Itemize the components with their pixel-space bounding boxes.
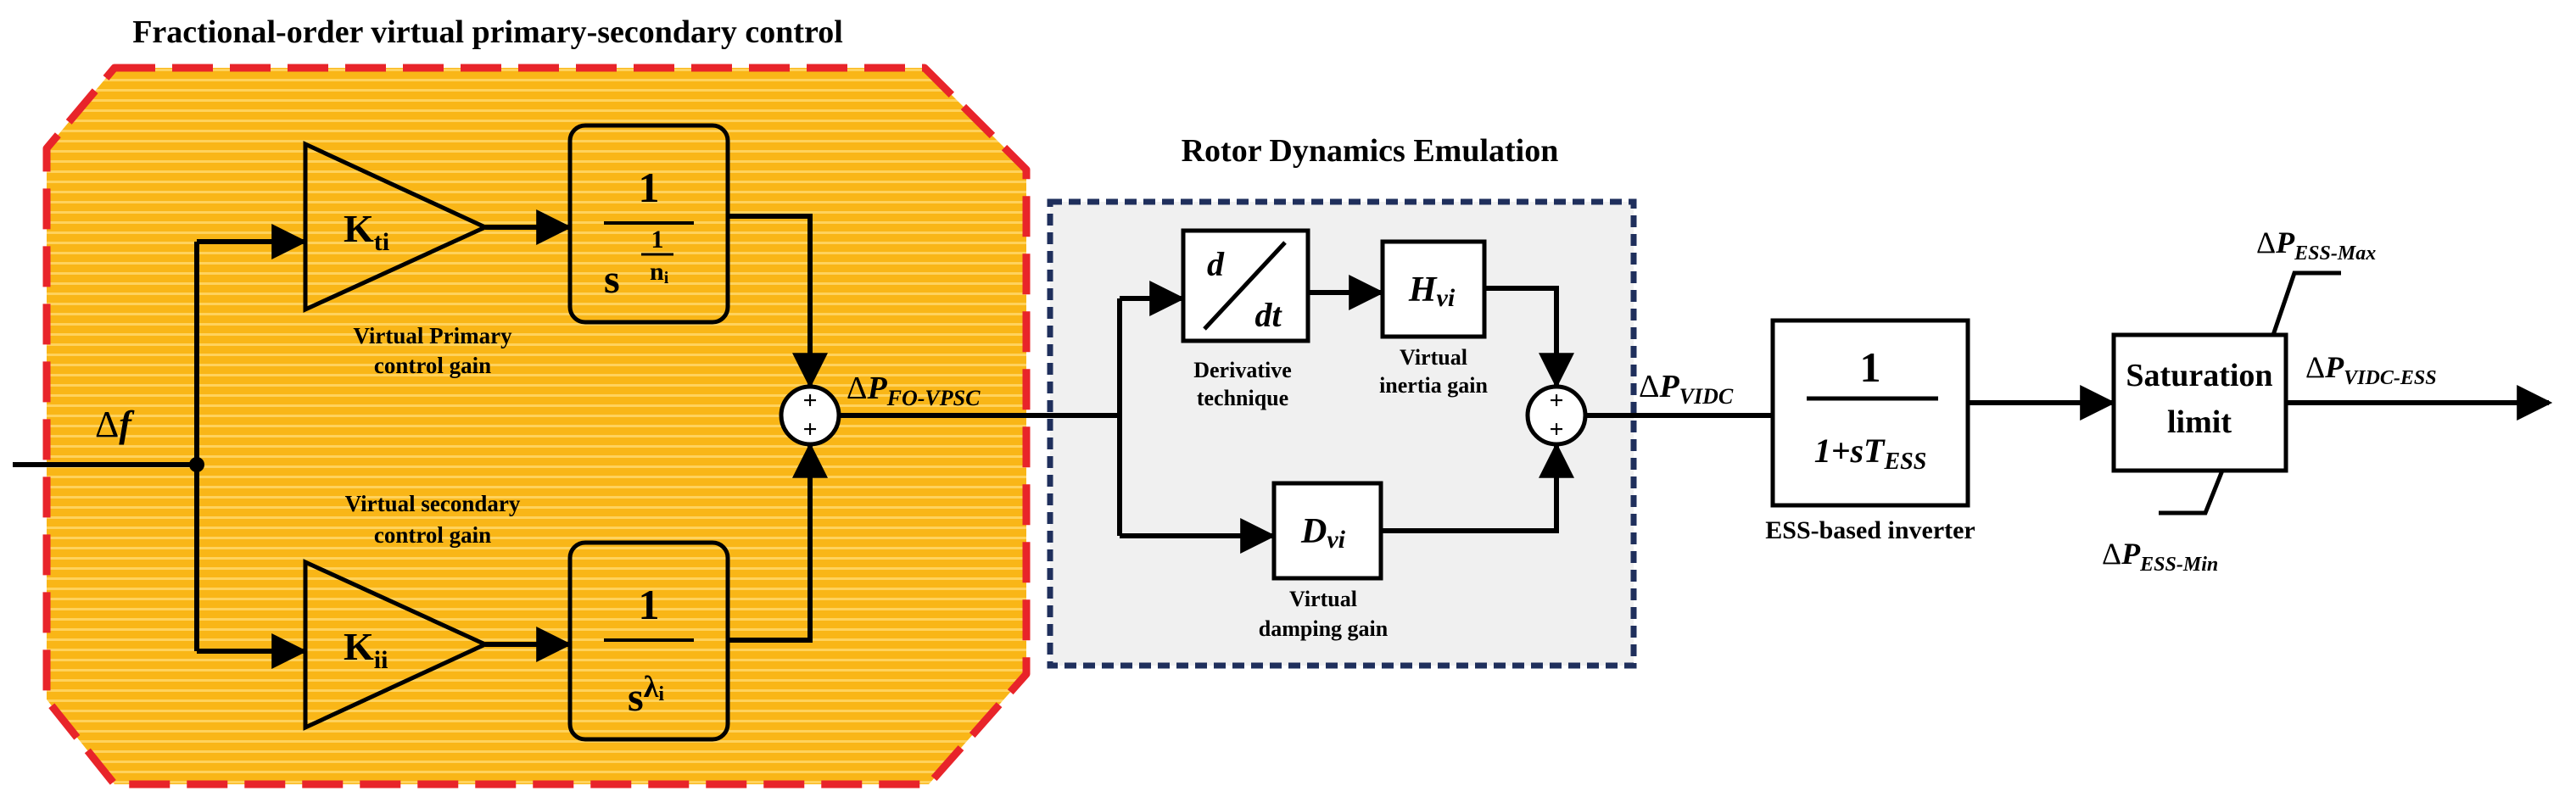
saturation-line2: limit [2167, 404, 2232, 440]
damping-to-sum [1381, 442, 1574, 533]
primary-tf-numerator: 1 [639, 164, 660, 211]
primary-tf-to-sum [728, 214, 828, 389]
inertia-label-2: inertia gain [1379, 373, 1488, 398]
saturation-max-line [2271, 270, 2341, 336]
fo-sum-sign-bottom: + [802, 415, 817, 443]
damping-symbol: Dvi [1300, 512, 1346, 554]
fo-sum-sign-top: + [802, 387, 817, 415]
primary-tf-exp-num: 1 [651, 226, 664, 254]
fo-vpsc-background [42, 64, 1031, 788]
derivative-num: d [1207, 245, 1225, 283]
rotor-sum-sign-bottom: + [1549, 415, 1563, 443]
secondary-tf-to-sum [728, 442, 828, 643]
primary-tf-exp-den: ni [650, 258, 669, 287]
derivative-label-2: technique [1197, 386, 1288, 410]
rotor-title: Rotor Dynamics Emulation [1182, 133, 1559, 169]
saturation-block [2111, 332, 2288, 473]
inverter-numerator: 1 [1860, 343, 1881, 391]
saturation-stage: Saturation limit ΔPESS-Max ΔPESS-Min ΔPV… [2102, 226, 2553, 576]
primary-gain-symbol: Kti [344, 207, 389, 256]
fo-vpsc-output-label: ΔPFO-VPSC [847, 371, 981, 410]
secondary-gain-symbol: Kii [344, 625, 388, 674]
damping-label-2: damping gain [1259, 616, 1389, 641]
primary-tf-s: s [604, 257, 620, 302]
saturation-min-label: ΔPESS-Min [2102, 537, 2218, 576]
inverter-stage: ΔPVIDC 1 1+sTESS ESS-based inverter [1585, 318, 2116, 544]
final-output-label: ΔPVIDC-ESS [2305, 350, 2437, 389]
secondary-tf-denominator: sλi [628, 670, 664, 720]
saturation-max-label: ΔPESS-Max [2256, 226, 2376, 265]
primary-gain-label-1: Virtual Primary [353, 323, 512, 348]
secondary-gain-label-2: control gain [374, 522, 491, 548]
input-label: Δf [95, 404, 135, 445]
fo-vpsc-title: Fractional-order virtual primary-seconda… [132, 14, 843, 50]
vidc-output-label: ΔPVIDC [1639, 369, 1734, 409]
saturation-line1: Saturation [2126, 358, 2272, 393]
derivative-den: dt [1254, 296, 1282, 334]
secondary-gain-label-1: Virtual secondary [345, 491, 521, 516]
rotor-sum-sign-top: + [1549, 387, 1563, 415]
secondary-tf-numerator: 1 [639, 581, 660, 628]
fo-vpsc-region: Fractional-order virtual primary-seconda… [42, 14, 1031, 788]
inverter-block [1770, 318, 1970, 508]
inverter-denominator: 1+sTESS [1814, 432, 1927, 475]
inertia-block [1380, 239, 1487, 339]
inertia-to-sum [1484, 286, 1574, 389]
rotor-dynamics-region: Rotor Dynamics Emulation d dt Derivative… [1047, 133, 1637, 669]
inverter-label: ESS-based inverter [1765, 516, 1975, 544]
derivative-slash [1203, 241, 1287, 331]
input-signal: Δf [13, 209, 1109, 669]
inertia-symbol: Hvi [1408, 270, 1456, 312]
derivative-label-1: Derivative [1193, 358, 1292, 382]
saturation-min-line [2159, 470, 2225, 515]
damping-label-1: Virtual [1289, 587, 1357, 611]
primary-gain-label-2: control gain [374, 353, 491, 378]
damping-block [1271, 481, 1383, 581]
inertia-label-1: Virtual [1400, 345, 1467, 370]
